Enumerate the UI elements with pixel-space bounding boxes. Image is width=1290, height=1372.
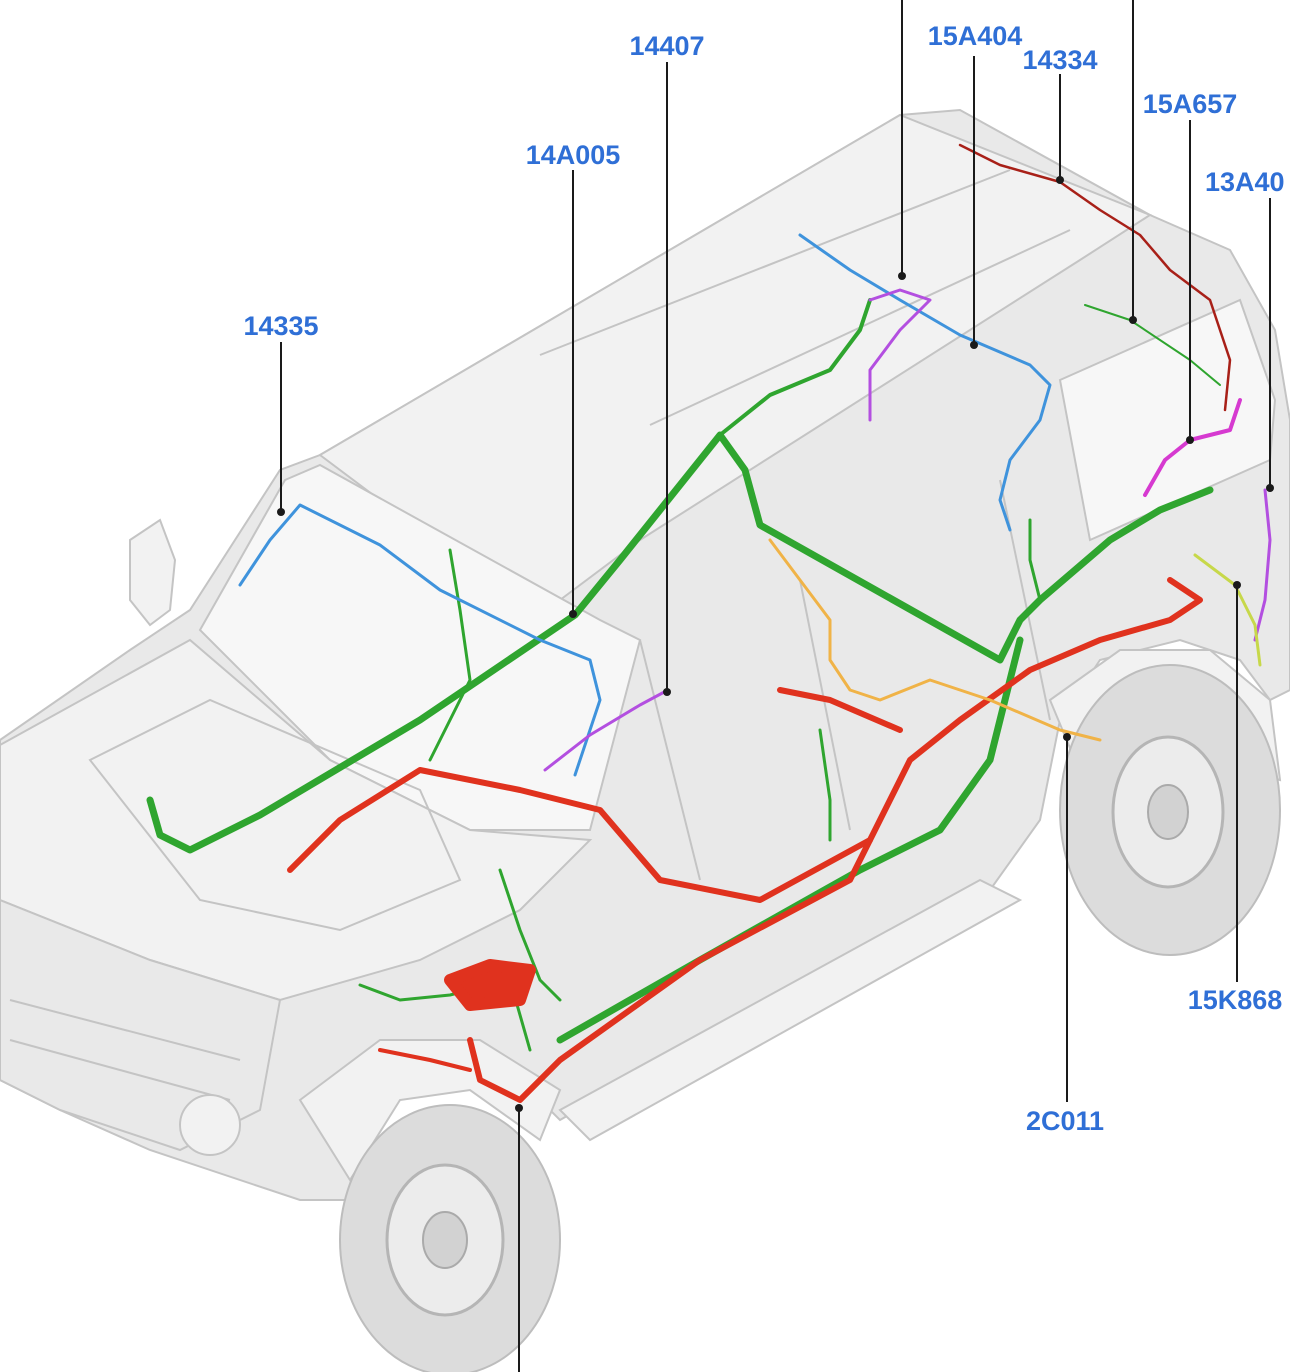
leader-dot [1129,316,1137,324]
callout-lines [277,0,1274,1372]
harness-segment [1253,488,1272,642]
harness-segment [868,288,932,422]
grille-bar [9,1039,231,1101]
grille-bar [9,999,241,1061]
harness-segment [378,1048,472,1072]
harness-roof-green [1084,304,1221,386]
leader-dot [970,341,978,349]
door-line [799,579,851,831]
harness-segment [958,143,1232,412]
leader-dot [663,688,671,696]
harness-segment [1028,518,1042,602]
rear-wheel [1059,664,1281,956]
hood-dome [88,698,462,932]
running-board [558,878,1023,1142]
front-wheel [339,1104,561,1372]
harness-segment [467,837,873,1103]
rear-window [1058,298,1277,542]
callout-label-15A657: 15A657 [1143,89,1238,119]
callout-label-14335: 14335 [243,311,318,341]
harness-segment [718,298,872,437]
callout-label-13A40: 13A40 [1205,167,1285,197]
leader-dot [569,610,577,618]
leader-dot [898,272,906,280]
leader-dot [1186,436,1194,444]
harness-segment [768,538,1102,742]
callout-label-2C011: 2C011 [1026,1106,1104,1136]
leader-dot [277,508,285,516]
roof-seam [539,169,1011,356]
headlight [179,1094,241,1156]
harness-blue [238,233,1052,777]
side-mirror [129,518,177,627]
harness-segment [1193,553,1262,667]
harness-segment [428,548,472,762]
harness-segment [238,503,602,777]
harness-segment [146,431,1214,854]
callout-label-14407: 14407 [629,31,704,61]
leader-dot [1063,733,1071,741]
harness-segment [777,687,903,733]
harness-segment [1084,304,1221,386]
door-line [639,639,701,881]
callout-label-14A005: 14A005 [526,140,621,170]
callout-labels: 14407 15A404 14334 15A657 14A005 13A40 1… [243,21,1284,1136]
leader-dot [1233,581,1241,589]
harness-segment [818,728,832,842]
leader-dot [1266,484,1274,492]
leader-dot [1056,176,1064,184]
harness-purple [543,288,1272,772]
callout-label-14334: 14334 [1022,45,1097,75]
vehicle-body [0,108,1290,1372]
harness-cluster [444,959,536,1011]
harness-segment [543,688,670,772]
harness-lime [1193,553,1262,667]
callout-label-15K868: 15K868 [1188,985,1283,1015]
harness-darkred [958,143,1232,412]
callout-label-15A404: 15A404 [928,21,1023,51]
door-line [999,479,1051,721]
harness-main-red [287,577,1203,1103]
harness-segment [798,233,1052,532]
leader-dot [515,1104,523,1112]
harness-segment [498,868,562,1002]
harness-orange [768,538,1102,742]
